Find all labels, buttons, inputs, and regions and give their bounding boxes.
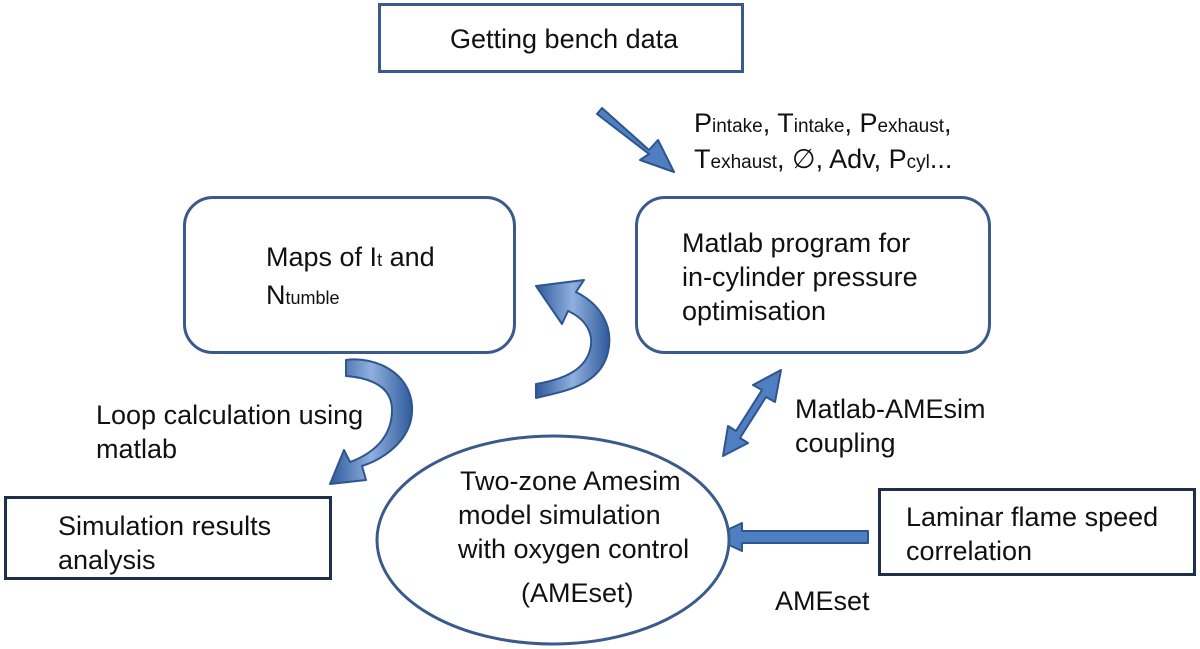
ameset-label: AMEset [775, 586, 870, 616]
maps-line2: Ntumble [266, 278, 340, 316]
laminar-line2: correlation [906, 536, 1033, 566]
maps-line1: Maps of It and [266, 240, 435, 278]
matlab-program-line2: in-cylinder pressure [682, 262, 918, 292]
ntumble-sub: tumble [285, 288, 340, 308]
maps-mid: and [382, 242, 435, 272]
matlab-program-box [635, 196, 991, 354]
bench-to-matlab-arrow [596, 107, 675, 173]
te-symbol: T [694, 144, 711, 174]
loop-curl-arrow-down [329, 358, 414, 485]
bench-data-label: Getting bench data [450, 24, 679, 54]
amesim-ellipse-shape [375, 434, 731, 646]
loop-label-line1: Loop calculation using [96, 400, 364, 430]
it-symbol: I [369, 242, 378, 272]
coupling-label-line1: Matlab-AMEsim [795, 394, 986, 424]
p-symbol: P [694, 108, 713, 138]
p-exhaust-sub: exhaust [877, 116, 945, 137]
matlab-program-line3: optimisation [682, 296, 827, 326]
simulation-results-box [4, 496, 332, 580]
simulation-line1: Simulation results [58, 511, 272, 541]
pc-symbol: P [888, 144, 907, 174]
p-cyl-sub: cyl [906, 152, 930, 173]
laminar-flame-box [878, 488, 1196, 576]
laminar-line1: Laminar flame speed [906, 502, 1159, 532]
amesim-line3: with oxygen control [458, 534, 690, 564]
sep2: , [844, 108, 860, 138]
laminar-to-amesim-arrow [711, 522, 869, 552]
pe-symbol: P [859, 108, 878, 138]
it-sub: t [377, 250, 383, 270]
sep1: , [762, 108, 778, 138]
sep3: , [944, 108, 952, 138]
amesim-line2: model simulation [458, 500, 661, 530]
maps-pre: Maps of [266, 242, 370, 272]
t-symbol: T [777, 108, 794, 138]
bench-data-box [378, 3, 744, 73]
matlab-amesim-double-arrow [722, 369, 782, 457]
inputs-ellipsis: ... [929, 144, 953, 174]
bench-inputs-line2: Texhaust, ∅, Adv, Pcyl... [694, 142, 952, 180]
maps-box [183, 196, 516, 354]
matlab-program-line1: Matlab program for [682, 228, 911, 258]
coupling-label-line2: coupling [795, 428, 896, 458]
inputs-rest: , ∅, Adv, [777, 144, 889, 174]
p-intake-sub: intake [712, 116, 763, 137]
t-intake-sub: intake [793, 116, 845, 137]
amesim-line1: Two-zone Amesim [460, 466, 681, 496]
loop-curl-arrow-up [535, 279, 611, 399]
amesim-line4: (AMEset) [521, 578, 634, 608]
simulation-line2: analysis [58, 545, 156, 575]
loop-label-line2: matlab [96, 434, 178, 464]
t-exhaust-sub: exhaust [710, 152, 778, 173]
ntumble-symbol: N [266, 280, 286, 310]
bench-inputs-line1: Pintake, Tintake, Pexhaust, [694, 106, 952, 144]
